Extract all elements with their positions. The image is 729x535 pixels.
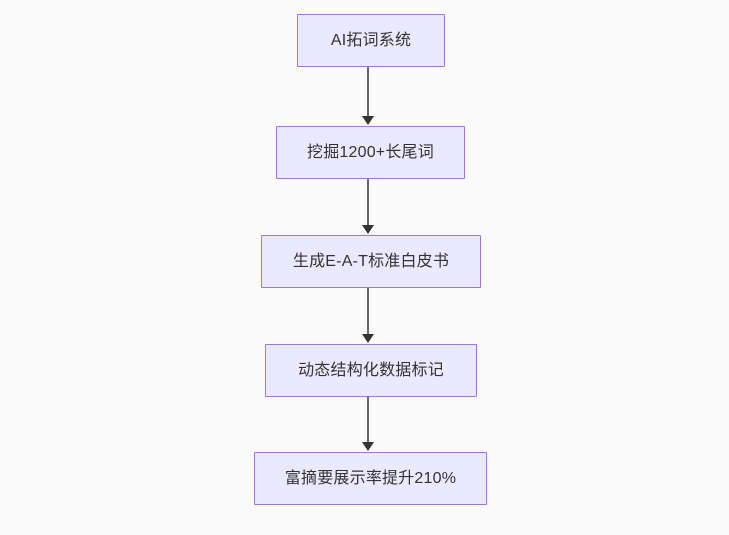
flowchart-edge-3-arrowhead-icon xyxy=(362,334,374,343)
flowchart-node-2-label: 挖掘1200+长尾词 xyxy=(307,143,434,161)
flowchart-edge-1-line xyxy=(367,67,369,116)
flowchart-edge-4-arrowhead-icon xyxy=(362,442,374,451)
flowchart-node-2[interactable]: 挖掘1200+长尾词 xyxy=(276,126,465,179)
flowchart-node-1-label: AI拓词系统 xyxy=(330,31,412,49)
flowchart-edge-1-arrowhead-icon xyxy=(362,116,374,125)
flowchart-edge-2-line xyxy=(367,179,369,225)
flowchart-node-4-label: 动态结构化数据标记 xyxy=(298,361,444,379)
flowchart-edge-4-line xyxy=(367,397,369,442)
flowchart-node-1[interactable]: AI拓词系统 xyxy=(297,14,445,67)
flowchart-node-4[interactable]: 动态结构化数据标记 xyxy=(265,344,477,397)
flowchart-edge-3-line xyxy=(367,288,369,334)
flowchart-node-3-label: 生成E-A-T标准白皮书 xyxy=(292,252,450,270)
flowchart-node-5-label: 富摘要展示率提升210% xyxy=(284,469,457,487)
flowchart-node-3[interactable]: 生成E-A-T标准白皮书 xyxy=(261,235,481,288)
flowchart-edge-2-arrowhead-icon xyxy=(362,225,374,234)
flowchart-node-5[interactable]: 富摘要展示率提升210% xyxy=(254,452,487,505)
